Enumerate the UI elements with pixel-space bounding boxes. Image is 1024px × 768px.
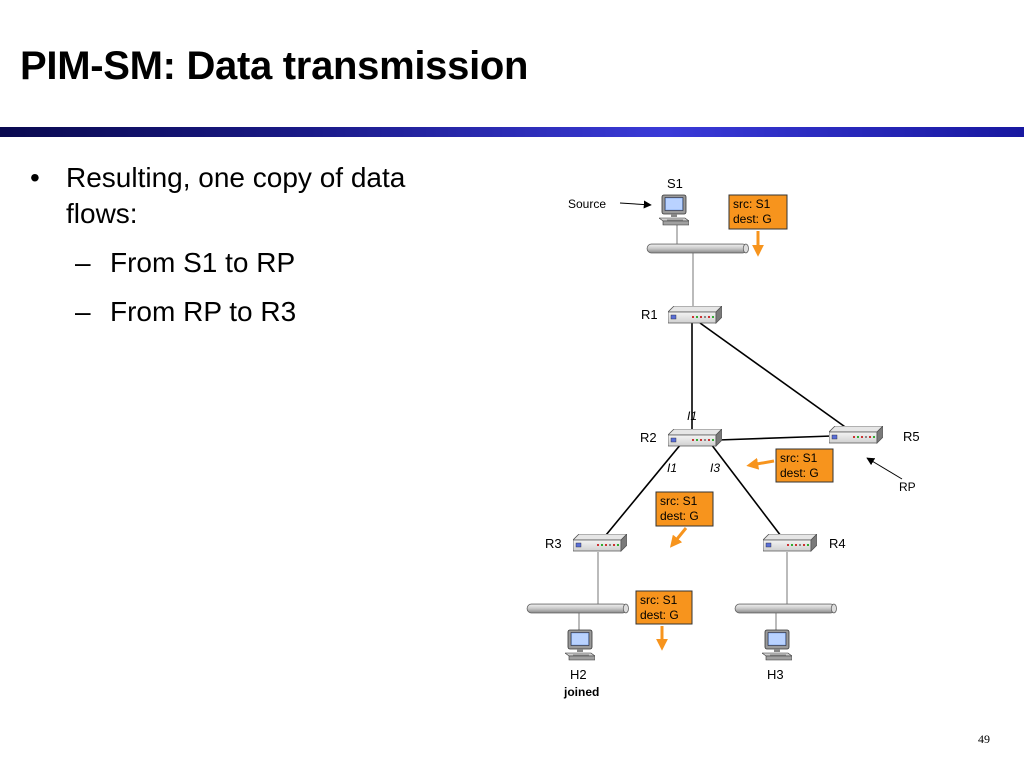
packet-box-bg [728,194,788,230]
interface-label: I1 [667,461,677,475]
packet-src: src: S1 [733,197,771,211]
packet-box-bg [775,448,834,483]
interface-label: I3 [710,461,720,475]
sub-bullet-dash: – [75,296,91,327]
router-label-r1: R1 [641,307,658,322]
router-label-r4: R4 [829,536,846,551]
packet-dest: dest: G [780,466,819,480]
host-label-s1: S1 [667,176,683,191]
router-icon [829,426,883,444]
sub-bullet-item: – From S1 to RP [30,245,446,281]
rp-pointer-arrow [866,457,903,480]
router-icon [763,534,817,552]
router-label-r5: R5 [903,429,920,444]
host-label-h2: H2 [570,667,587,682]
sub-bullet-dash: – [75,247,91,278]
interface-label: I1 [687,409,697,423]
host-label-h3: H3 [767,667,784,682]
page-number: 49 [978,732,990,746]
bullet-glyph: • [30,162,40,193]
lan-segment-s1 [646,243,749,254]
packet-box: src: S1 dest: G [775,448,834,483]
source-pointer-arrow [619,200,652,209]
sub-bullet-text: From S1 to RP [110,247,296,278]
router-label-r2: R2 [640,430,657,445]
packet-box: src: S1 dest: G [728,194,788,230]
bullet-text: Resulting, one copy of data flows: [66,162,406,229]
packet-box: src: S1 dest: G [635,590,693,625]
packet-src: src: S1 [640,593,678,607]
sub-bullet-text: From RP to R3 [110,296,297,327]
lan-segment-h2 [526,603,629,614]
router-icon [668,429,722,447]
link-r2-r3 [605,443,682,536]
rp-annotation: RP [899,480,916,494]
lan-segment-h3 [734,603,837,614]
computer-icon [762,629,792,661]
title-divider-bar [0,127,1024,137]
router-icon [668,306,722,324]
packet-src: src: S1 [660,494,698,508]
network-links [578,223,849,632]
router-label-r3: R3 [545,536,562,551]
joined-label: joined [563,685,599,699]
computer-icon [565,629,595,661]
packet-src: src: S1 [780,451,818,465]
link-r1-r5 [699,322,849,430]
packet-dest: dest: G [733,212,772,226]
slide-title: PIM-SM: Data transmission [20,44,529,88]
bullet-list: • Resulting, one copy of data flows: – F… [30,160,446,330]
sub-bullet-item: – From RP to R3 [30,294,446,330]
packet-box-bg [635,590,693,625]
packet-flow-arrow [669,527,688,548]
link-r2-r4 [710,443,782,537]
computer-icon [659,194,689,226]
link-r2-r5 [717,435,833,441]
packet-dest: dest: G [660,509,699,523]
packet-box-bg [655,491,714,527]
packet-box: src: S1 dest: G [655,491,714,527]
packet-dest: dest: G [640,608,679,622]
bullet-item: • Resulting, one copy of data flows: [30,160,446,232]
source-annotation: Source [568,197,606,211]
router-icon [573,534,627,552]
packet-flow-arrow [746,457,775,470]
